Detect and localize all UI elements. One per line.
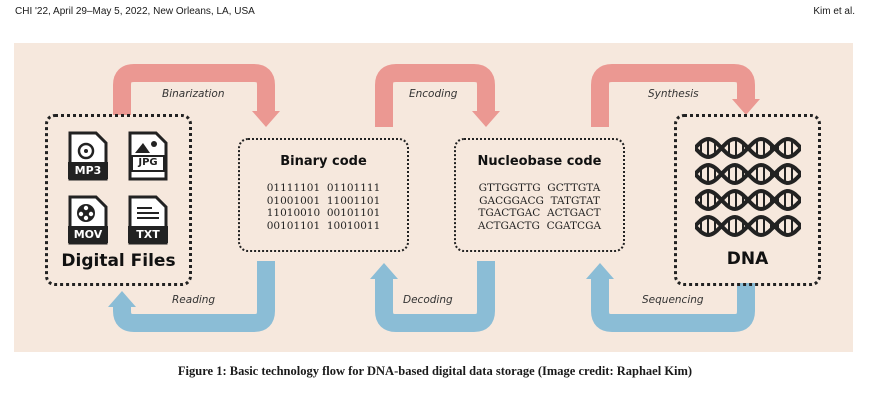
binary-line: 01001001 11001101: [266, 194, 381, 207]
nucleobase-line: ACTGACTG CGATCGA: [477, 219, 602, 232]
dna-strand: [695, 214, 801, 238]
nucleobase-line: GACGGACG TATGTAT: [479, 194, 600, 207]
flow-arrows: [108, 64, 760, 332]
digital-files-box: MP3 JPG MOV: [45, 114, 192, 286]
conference-info: CHI '22, April 29–May 5, 2022, New Orlea…: [15, 6, 255, 17]
jpg-file-icon: JPG: [128, 131, 168, 181]
encoding-arrowhead: [472, 111, 500, 127]
binary-code-box: Binary code 01111101 01101111 01001001 1…: [238, 138, 409, 252]
sequencing-arrow: [591, 279, 755, 332]
sequencing-arrowhead: [586, 263, 614, 279]
encoding-arrow: [375, 64, 495, 127]
decoding-label: Decoding: [403, 294, 453, 306]
figure-caption: Figure 1: Basic technology flow for DNA-…: [177, 364, 693, 378]
author-info: Kim et al.: [813, 6, 855, 17]
nucleobase-line: TGACTGAC ACTGACT: [478, 207, 601, 219]
sequencing-label: Sequencing: [642, 294, 704, 306]
decoding-arrow: [375, 261, 495, 332]
binary-code-lines: 01111101 01101111 01001001 11001101 1101…: [240, 182, 407, 232]
reading-arrow: [113, 261, 275, 332]
dna-title: DNA: [726, 249, 769, 269]
dna-strand: [695, 188, 801, 212]
digital-files-title: Digital Files: [61, 251, 176, 271]
binarization-arrowhead: [252, 111, 280, 127]
encoding-label: Encoding: [409, 88, 458, 100]
nucleobase-code-box: Nucleobase code GTTGGTTG GCTTGTA GACGGAC…: [454, 138, 625, 252]
nucleobase-code-title: Nucleobase code: [477, 154, 602, 169]
reading-arrowhead: [108, 291, 136, 307]
mov-file-icon: MOV: [68, 195, 108, 245]
dna-strand: [695, 162, 801, 186]
synthesis-label: Synthesis: [648, 88, 699, 100]
figure-panel: Binarization Encoding Synthesis Reading …: [14, 43, 853, 352]
synthesis-arrowhead: [732, 99, 760, 115]
binary-code-title: Binary code: [280, 154, 367, 169]
binarization-label: Binarization: [162, 88, 225, 100]
reading-label: Reading: [172, 294, 216, 306]
binary-line: 11010010 00101101: [266, 207, 381, 219]
dna-box: DNA: [674, 114, 821, 286]
nucleobase-code-lines: GTTGGTTG GCTTGTA GACGGACG TATGTAT TGACTG…: [456, 182, 623, 232]
decoding-arrowhead: [370, 263, 398, 279]
mp3-file-icon: MP3: [68, 131, 108, 181]
dna-strand: [695, 136, 801, 160]
synthesis-arrow: [591, 64, 755, 127]
txt-file-icon: TXT: [128, 195, 168, 245]
running-header: CHI '22, April 29–May 5, 2022, New Orlea…: [15, 6, 855, 22]
binary-line: 00101101 10010011: [266, 219, 381, 232]
nucleobase-line: GTTGGTTG GCTTGTA: [478, 182, 601, 194]
binary-line: 01111101 01101111: [266, 182, 381, 194]
binarization-arrow: [113, 64, 275, 115]
